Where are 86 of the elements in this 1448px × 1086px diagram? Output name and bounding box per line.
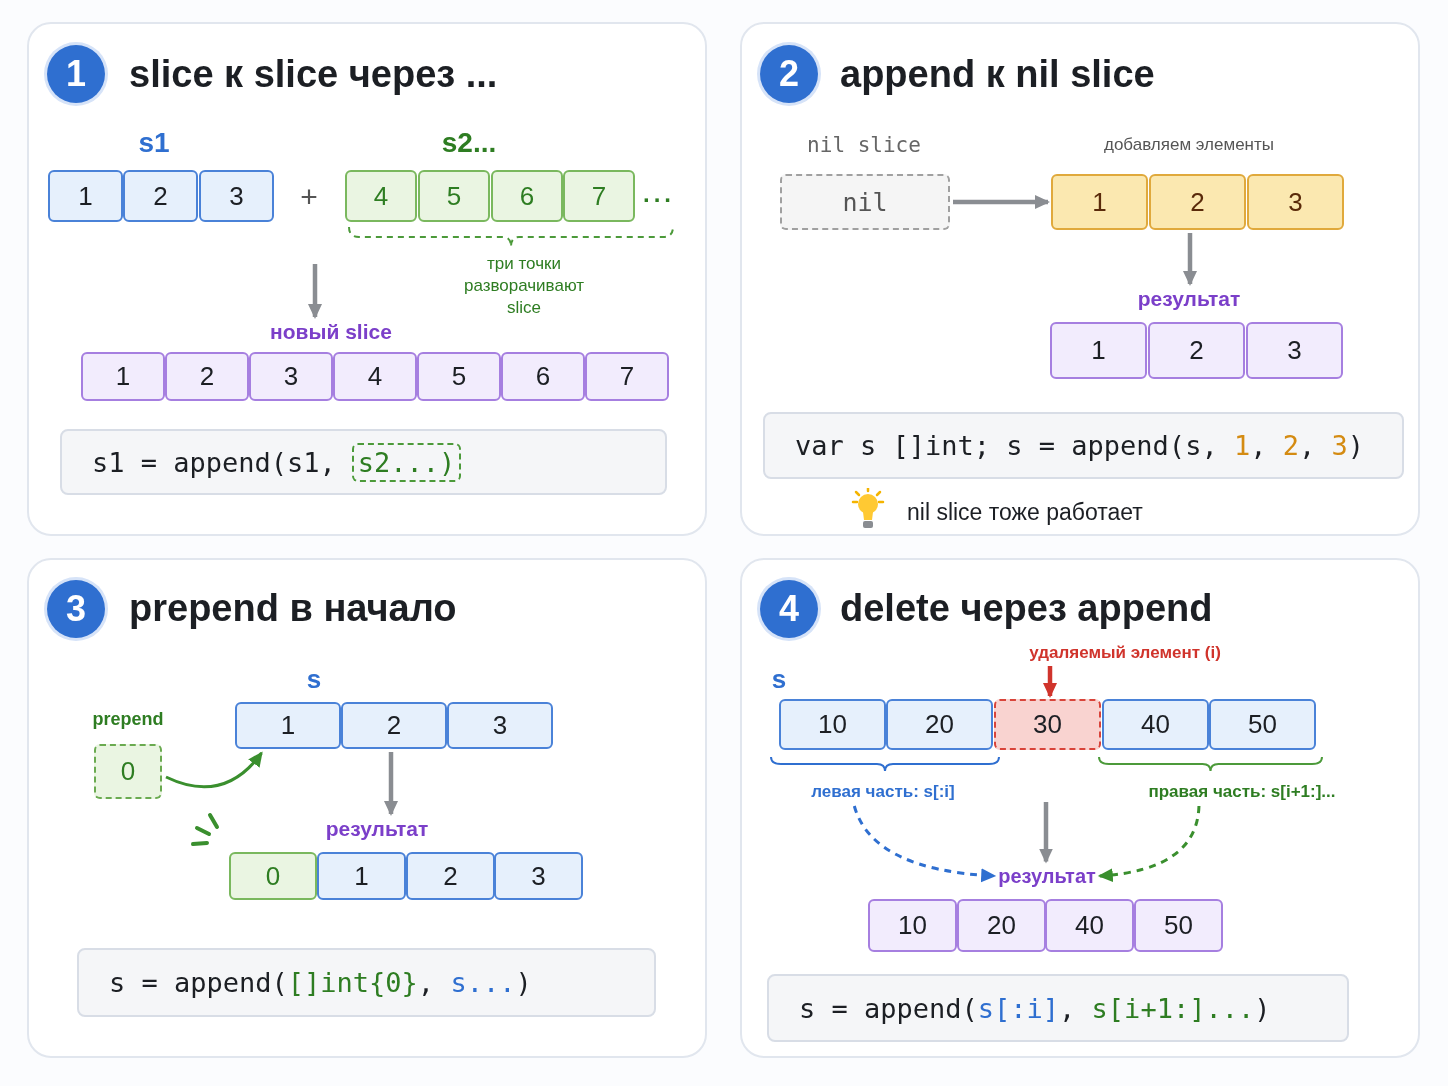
array-cell: 0 [229,852,317,900]
caption-text: prepend [92,708,164,730]
arrow [1097,805,1201,882]
panel-title: slice к slice через ... [129,52,498,96]
arrow [1183,233,1197,286]
caption-text: добавляем элементы [1104,135,1274,155]
array-cell: 50 [1209,699,1316,750]
array-cell: 3 [1247,174,1344,230]
array-cell: 4 [333,352,417,401]
code-text: var s []int; s = append(s, 1, 2, 3) [795,430,1364,461]
code-text: s = append(s[:i], s[i+1:]...) [799,992,1271,1024]
array-cell: 3 [447,702,553,749]
array-cell: 2 [123,170,198,222]
array-cell: 20 [886,699,993,750]
step-number-badge: 2 [760,45,818,103]
annotation-text: три точки разворачивают slice [462,252,586,320]
array-cell: 1 [81,352,165,401]
arrow [165,751,263,789]
code-text: s = append([]int{0}, s...) [109,967,532,998]
array-cell: 5 [418,170,490,222]
note-text: nil slice тоже работает [907,498,1143,526]
section-label: удаляемый элемент (i) [1029,643,1221,663]
array-cell: 2 [1149,174,1246,230]
array-cell: 5 [417,352,501,401]
code-block [77,948,656,1017]
code-block [763,412,1404,479]
array-cell: 7 [563,170,635,222]
array-cell: 10 [779,699,886,750]
array-cell: 1 [1051,174,1148,230]
array-cell: 3 [1246,322,1343,379]
array-cell: 6 [491,170,563,222]
array-cell: 2 [165,352,249,401]
slice-name: s2... [441,127,497,159]
array-cell: 4 [345,170,417,222]
array-cell: 1 [235,702,341,749]
array-cell: 3 [199,170,274,222]
array-cell: 20 [957,899,1046,952]
arrow [953,195,1050,209]
array-cell: 6 [501,352,585,401]
removed-cell: 30 [994,699,1101,750]
arrow [308,264,322,319]
array-cell: 40 [1045,899,1134,952]
array-cell: 3 [249,352,333,401]
array-cell: 50 [1134,899,1223,952]
array-cell: 40 [1102,699,1209,750]
step-number-badge: 4 [760,580,818,638]
array-cell: 2 [1148,322,1245,379]
panel-title: prepend в начало [129,586,457,630]
section-label: результат [325,817,429,841]
array-cell: 7 [585,352,669,401]
array-cell: 10 [868,899,957,952]
array-cell: 3 [494,852,583,900]
arrow [852,805,997,883]
array-cell: 1 [317,852,406,900]
nil-box: nil [780,174,950,230]
slice-name: s1 [138,127,170,159]
array-cell: 1 [1050,322,1147,379]
step-number-badge: 3 [47,580,105,638]
slice-name: s [306,663,322,695]
array-cell: 1 [48,170,123,222]
arrow [1043,666,1057,698]
array-cell: 0 [94,744,162,799]
ellipsis: ... [643,180,675,208]
panel-title: delete через append [840,586,1213,630]
code-block [60,429,667,495]
section-label: левая часть: s[:i] [811,782,955,802]
slice-name: s [771,663,787,695]
section-label: новый slice [270,320,392,344]
code-text: s1 = append(s1, [92,446,336,478]
panel-card [740,558,1420,1058]
caption-text: nil slice [807,133,921,157]
array-cell: 2 [341,702,447,749]
panel-card [27,22,707,536]
code-block [767,974,1349,1042]
arrow [384,752,398,816]
panel-card [740,22,1420,536]
panel-card [27,558,707,1058]
array-cell: 2 [406,852,495,900]
arrow [1039,802,1053,864]
step-number-badge: 1 [47,45,105,103]
section-label: результат [998,864,1096,888]
plus-sign: + [300,180,318,214]
section-label: результат [1137,287,1241,311]
highlighted-code: s2...) [351,442,462,482]
section-label: правая часть: s[i+1:]... [1148,782,1336,802]
panel-title: append к nil slice [840,52,1155,96]
